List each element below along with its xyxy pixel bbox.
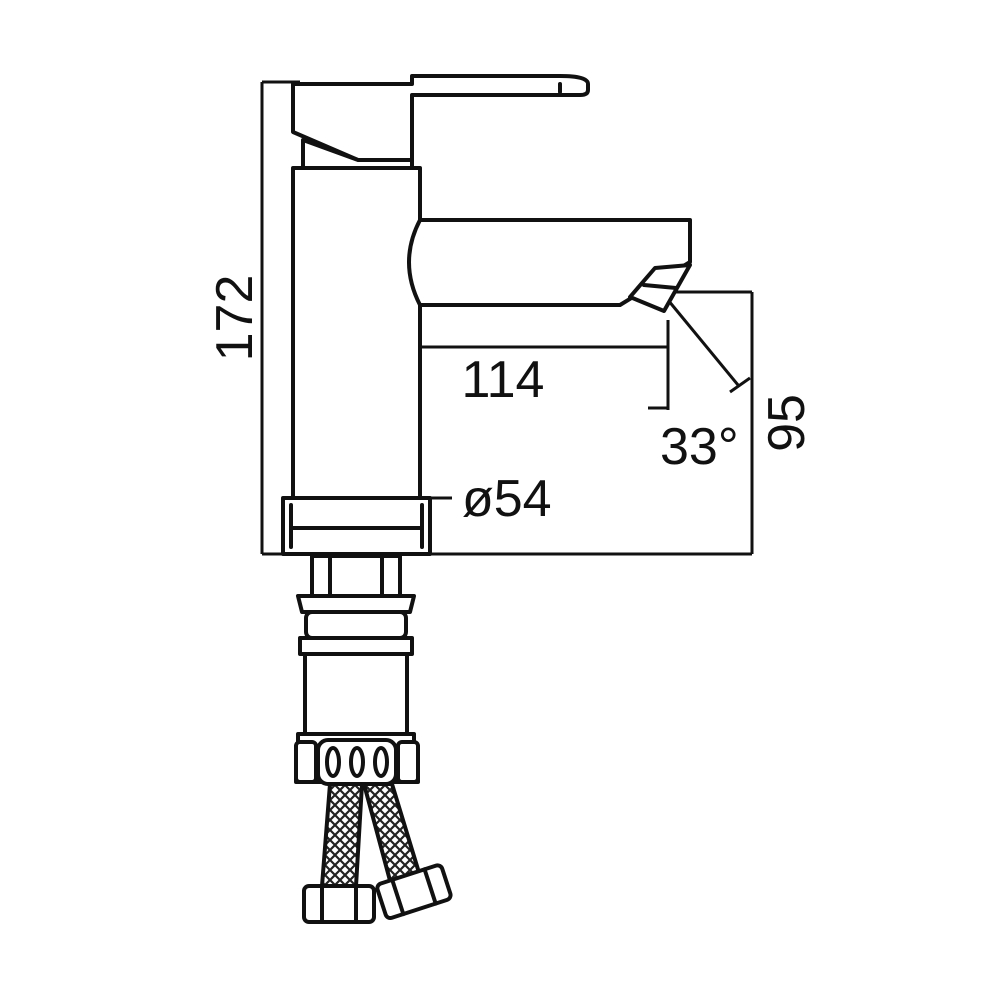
spout <box>407 218 692 313</box>
main-column <box>291 166 422 502</box>
hose-end-fitting-left <box>302 884 376 924</box>
dim-label-diameter-54: ø54 <box>462 470 552 528</box>
hose-end-fitting-right <box>375 863 453 921</box>
dim-label-95: 95 <box>758 394 816 452</box>
dim-label-33-degrees: 33° <box>660 418 739 476</box>
aerator <box>628 263 692 313</box>
spout-height-dimension-95 <box>420 290 754 556</box>
hose-connector-nut <box>294 738 420 786</box>
faucet-body <box>281 74 590 556</box>
mounting-shank <box>296 554 416 750</box>
angle-dimension-33 <box>666 299 751 394</box>
lever-handle <box>291 74 590 162</box>
cartridge-collar <box>301 138 414 170</box>
braided-hose-left <box>319 782 365 888</box>
dim-label-172: 172 <box>206 275 264 362</box>
dim-label-114: 114 <box>462 351 545 409</box>
